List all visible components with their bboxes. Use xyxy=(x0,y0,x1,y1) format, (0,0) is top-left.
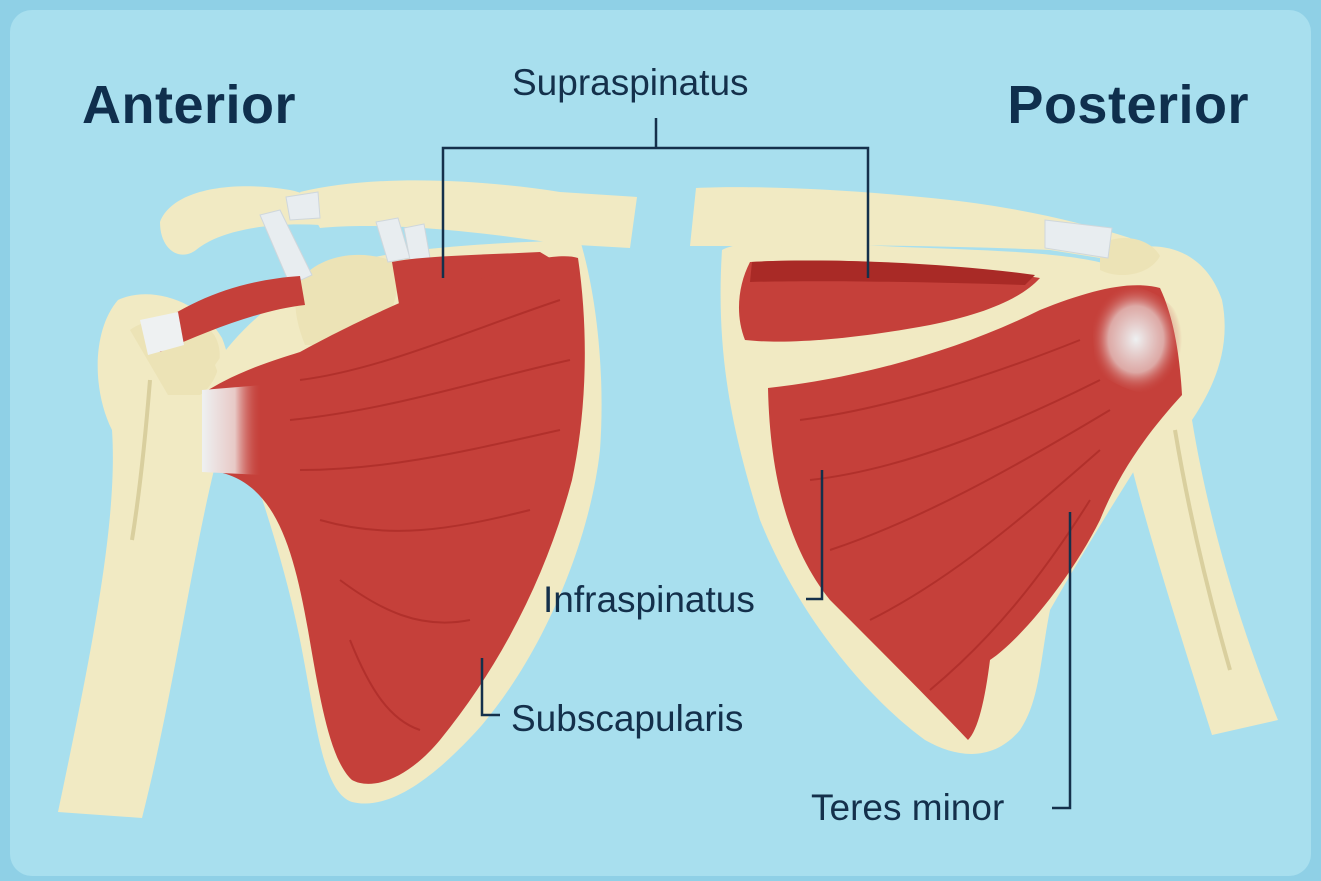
posterior-view xyxy=(690,187,1278,754)
teres-minor-label: Teres minor xyxy=(811,789,1004,826)
posterior-title: Posterior xyxy=(1007,78,1249,132)
anterior-title: Anterior xyxy=(82,78,296,132)
posterior-ligament xyxy=(1045,220,1112,258)
anterior-clavicle xyxy=(300,180,637,248)
subscapularis-label: Subscapularis xyxy=(511,700,743,737)
supraspinatus-label: Supraspinatus xyxy=(512,64,749,101)
subscapularis-tendon xyxy=(202,385,262,475)
infraspinatus-label: Infraspinatus xyxy=(543,581,755,618)
